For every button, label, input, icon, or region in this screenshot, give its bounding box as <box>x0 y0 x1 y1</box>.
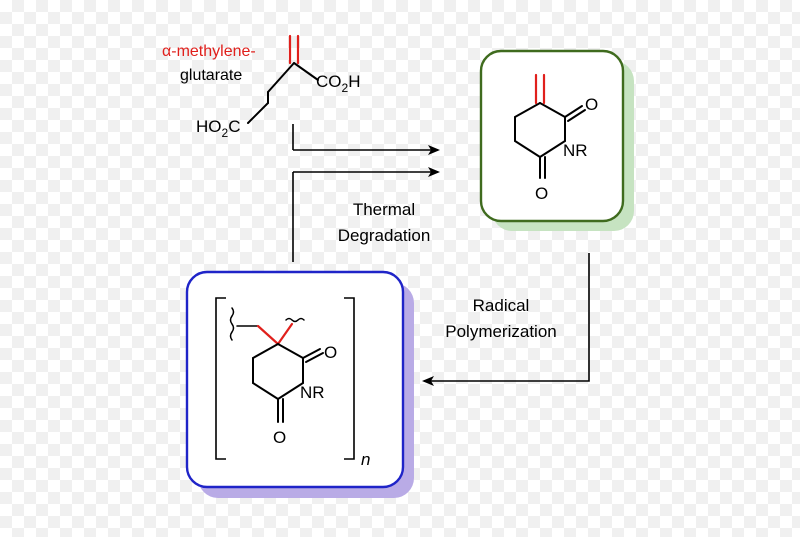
alpha-methylene-glutarate: α-methylene- glutarate CO2H HO2C <box>162 34 360 140</box>
glutarate-bonds <box>247 62 319 124</box>
methylene-double-bond <box>288 34 300 65</box>
thermal-line-1: Thermal <box>353 200 415 219</box>
polymer-amide: NR <box>300 383 325 402</box>
arrows-to-monomer <box>292 124 440 262</box>
arrow-monomer-to-polymer <box>422 253 590 386</box>
polymer-box-frame <box>185 270 405 489</box>
polymer-brackets <box>215 297 355 460</box>
polymer-carbonyl-top: O <box>324 343 337 362</box>
monomer-carbonyl-top: O <box>585 95 598 114</box>
radical-line-2: Polymerization <box>445 322 557 341</box>
polymer-backbone <box>229 307 305 341</box>
polymer-box: n O NR O <box>185 270 414 498</box>
monomer-carbonyl-bottom: O <box>535 184 548 203</box>
monomer-amide: NR <box>563 141 588 160</box>
alpha-methylene-label: α-methylene- <box>162 43 256 60</box>
monomer-box: O NR O <box>479 49 634 231</box>
thermal-degradation-label: Thermal Degradation <box>338 200 431 245</box>
monomer-box-frame <box>479 49 625 223</box>
polymer-carbonyl-bottom: O <box>273 428 286 447</box>
monomer-methylene <box>534 73 546 105</box>
monomer-ring-bonds <box>514 102 586 179</box>
polymer-red-bonds <box>256 322 294 346</box>
polymer-ring-bonds <box>252 343 324 423</box>
glutarate-label: glutarate <box>180 67 242 84</box>
carboxylic-acid-top: CO2H <box>316 72 360 95</box>
radical-line-1: Radical <box>473 296 530 315</box>
polymer-repeat-index: n <box>361 450 370 469</box>
thermal-line-2: Degradation <box>338 226 431 245</box>
carboxylic-acid-bottom: HO2C <box>196 117 240 140</box>
radical-polymerization-label: Radical Polymerization <box>445 296 557 341</box>
